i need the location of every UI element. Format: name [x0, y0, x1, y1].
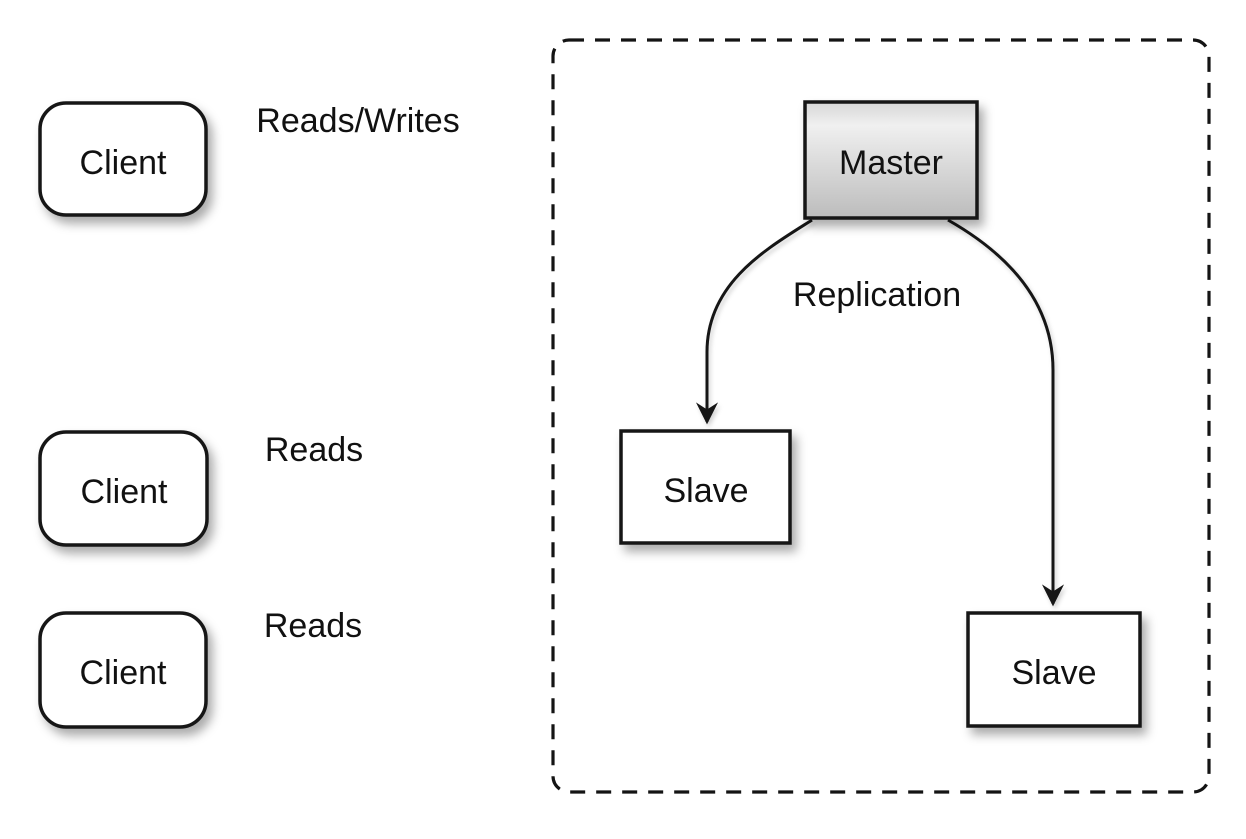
- slave-node-1-box: [619, 429, 792, 545]
- master-node-label: Master: [839, 144, 943, 182]
- slave-node-2: Slave: [966, 611, 1142, 728]
- client-node-2-box: [38, 430, 209, 547]
- master-node: Master: [803, 100, 979, 220]
- client-node-1: Client: [38, 101, 208, 217]
- edge-label-reads-2: Reads: [264, 607, 362, 645]
- replication-group-boundary: [551, 38, 1211, 794]
- client-node-1-label: Client: [80, 144, 167, 182]
- edge-replication-left-line: [695, 218, 813, 425]
- edge-replication-left: [695, 218, 813, 425]
- master-node-box: [803, 100, 979, 220]
- edge-replication-right-line: [947, 218, 1065, 607]
- edge-label-reads-writes: Reads/Writes: [256, 102, 459, 140]
- slave-node-1: Slave: [619, 429, 792, 545]
- slave-node-1-label: Slave: [663, 472, 748, 510]
- edge-label-reads-1: Reads: [265, 431, 363, 469]
- edge-label-replication: Replication: [793, 276, 961, 314]
- client-node-3-label: Client: [80, 654, 167, 692]
- client-node-3: Client: [38, 611, 208, 729]
- client-node-2: Client: [38, 430, 209, 547]
- client-node-2-label: Client: [81, 473, 168, 511]
- slave-node-2-box: [966, 611, 1142, 728]
- client-node-3-box: [38, 611, 208, 729]
- slave-node-2-label: Slave: [1011, 654, 1096, 692]
- client-node-1-box: [38, 101, 208, 217]
- edge-replication-right: [947, 218, 1065, 607]
